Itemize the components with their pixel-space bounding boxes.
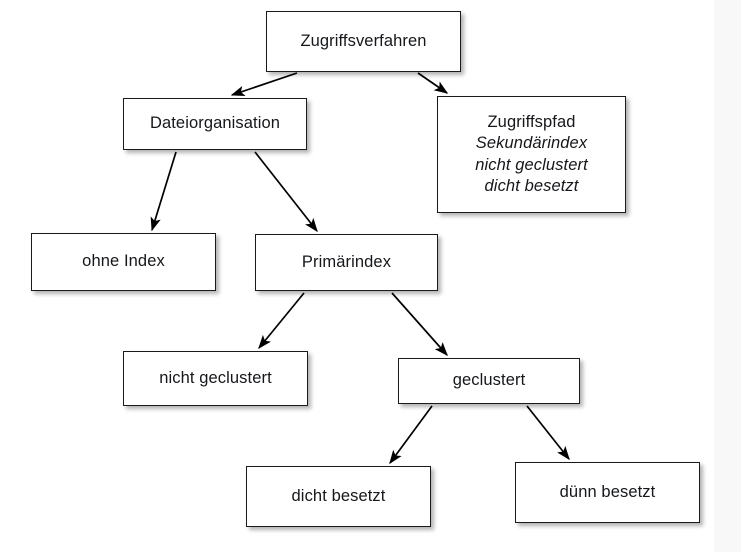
node-label-line: Primärindex <box>301 252 392 271</box>
node-zugriffsverfahren[interactable]: Zugriffsverfahren <box>266 11 461 72</box>
node-label-line: nicht geclustert <box>475 155 588 174</box>
node-label-geclustert: geclustert <box>399 370 579 391</box>
edge-arrow-dateiorganisation-to-ohne-index <box>150 151 177 232</box>
node-nicht-geclustert[interactable]: nicht geclustert <box>123 351 308 406</box>
edge-arrow-primaerindex-to-nicht-geclustert <box>258 292 305 350</box>
node-label-duenn-besetzt: dünn besetzt <box>516 482 699 503</box>
edge-arrow-dateiorganisation-to-primaerindex <box>254 151 318 233</box>
edge-arrow-geclustert-to-duenn-besetzt <box>526 405 570 461</box>
node-label-line: dünn besetzt <box>559 482 656 501</box>
node-primaerindex[interactable]: Primärindex <box>255 234 438 291</box>
edge-arrow-primaerindex-to-geclustert <box>391 292 448 357</box>
node-duenn-besetzt[interactable]: dünn besetzt <box>515 462 700 523</box>
node-label-line: dicht besetzt <box>291 486 386 505</box>
node-geclustert[interactable]: geclustert <box>398 358 580 404</box>
edge-arrow-zugriffsverfahren-to-zugriffspfad <box>417 72 449 94</box>
node-label-line: ohne Index <box>82 252 165 271</box>
node-dicht-besetzt[interactable]: dicht besetzt <box>246 466 431 527</box>
node-label-dateiorganisation: Dateiorganisation <box>124 113 306 134</box>
node-label-line: dicht besetzt <box>484 176 579 195</box>
node-ohne-index[interactable]: ohne Index <box>31 233 216 291</box>
edge-arrow-zugriffsverfahren-to-dateiorganisation <box>230 72 298 96</box>
node-label-line: Zugriffsverfahren <box>300 31 427 50</box>
node-label-ohne-index: ohne Index <box>32 251 215 272</box>
right-margin-band <box>714 0 741 552</box>
edge-arrow-geclustert-to-dicht-besetzt <box>389 405 433 465</box>
node-label-zugriffsverfahren: Zugriffsverfahren <box>267 31 460 52</box>
node-label-line: geclustert <box>452 371 526 390</box>
node-label-nicht-geclustert: nicht geclustert <box>124 368 307 389</box>
node-label-line: Sekundärindex <box>475 134 588 153</box>
node-label-dicht-besetzt: dicht besetzt <box>247 486 430 507</box>
node-label-primaerindex: Primärindex <box>256 252 437 273</box>
node-dateiorganisation[interactable]: Dateiorganisation <box>123 98 307 150</box>
node-label-line: Zugriffspfad <box>487 113 576 132</box>
node-label-line: Dateiorganisation <box>149 114 281 133</box>
node-label-line: nicht geclustert <box>159 368 272 387</box>
